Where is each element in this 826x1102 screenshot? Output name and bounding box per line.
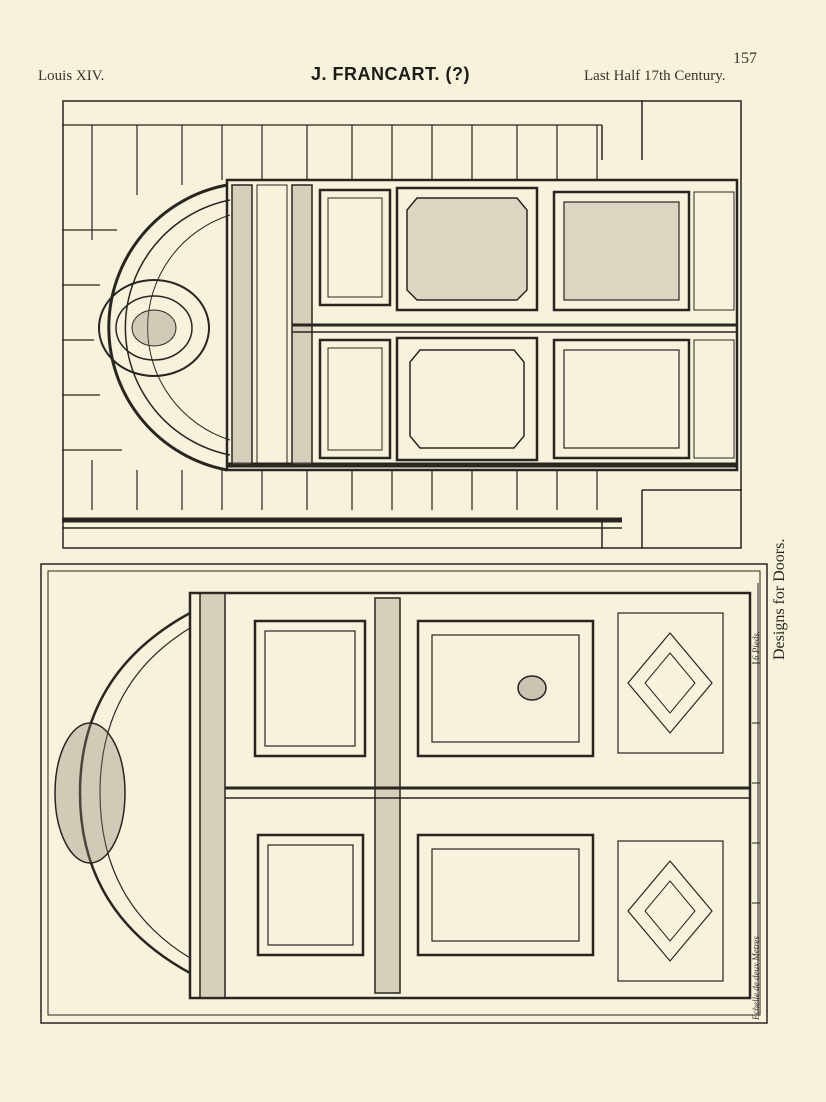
cartouche <box>98 279 210 377</box>
mask-ornament <box>54 722 126 864</box>
plate-bottom <box>40 563 768 1025</box>
header-period: Last Half 17th Century. <box>584 68 726 84</box>
page-number: 157 <box>733 50 757 67</box>
masonry-stones <box>62 124 602 510</box>
door-engraving-top <box>62 100 742 549</box>
header-title: J. FRANCART. (?) <box>311 64 470 84</box>
scale-bar <box>752 583 760 1013</box>
scale-label-feet: 6 Pieds. <box>751 631 761 660</box>
side-caption: Designs for Doors. <box>771 538 788 660</box>
plate-top <box>62 100 742 550</box>
arch-outer <box>107 183 228 472</box>
arch-outer <box>78 611 191 975</box>
lock-ornament <box>517 675 547 701</box>
scale-label-metres: Echelle de deux Metres <box>751 936 761 1020</box>
header-style: Louis XIV. <box>38 68 105 84</box>
door-engraving-bottom <box>40 563 768 1024</box>
